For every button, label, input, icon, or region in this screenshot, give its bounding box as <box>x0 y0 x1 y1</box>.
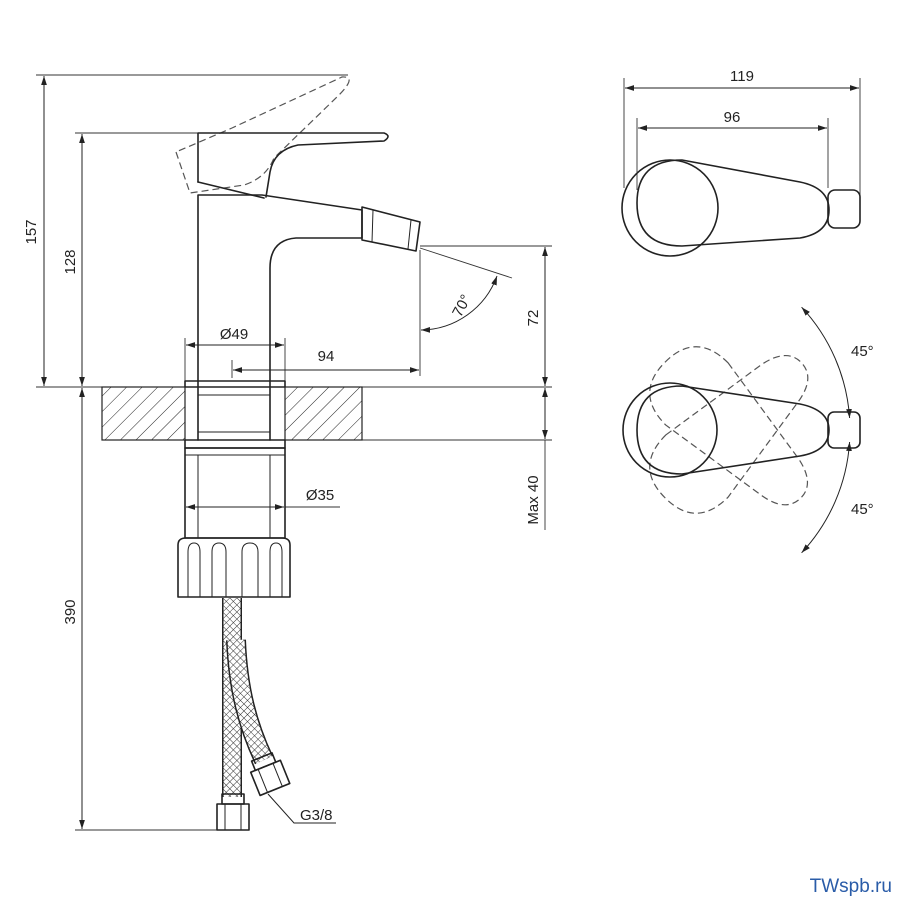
lever-top <box>636 159 830 247</box>
dim-label-96: 96 <box>724 109 741 126</box>
base-circle-rotation <box>622 382 718 478</box>
leader-g38 <box>267 793 336 824</box>
dim-label-119: 119 <box>730 68 754 85</box>
countertop-section-right <box>284 386 363 441</box>
ext-spray-direction <box>419 247 513 279</box>
hex-nut-edge <box>257 769 268 793</box>
nut-groove <box>269 542 283 597</box>
fitting-hex-nut <box>216 803 250 831</box>
dim-label-157: 157 <box>23 219 40 244</box>
dim-label-390: 390 <box>62 599 79 624</box>
top-view: 119 96 <box>621 68 861 257</box>
handle-base-edge <box>197 181 265 199</box>
nut-groove <box>187 542 201 597</box>
lever-neutral <box>636 385 830 475</box>
top-washer <box>184 380 286 388</box>
nut-groove <box>211 542 227 597</box>
dim-label-d35: Ø35 <box>306 487 334 504</box>
dim-label-45-down: 45° <box>851 501 874 518</box>
dim-label-70deg: 70° <box>449 292 475 320</box>
fitting-hex-nut <box>249 759 291 797</box>
dim-arc-70deg <box>420 275 498 333</box>
nozzle-rotation <box>827 411 861 449</box>
faucet-handle <box>197 132 389 198</box>
nozzle-ring <box>371 209 374 243</box>
lever-ghost-rotated-down <box>649 346 809 506</box>
countertop-section-left <box>101 386 186 441</box>
rotation-view: 45° 45° <box>622 306 874 554</box>
hex-nut-edge <box>272 763 283 787</box>
handle-ghost-outline <box>175 76 350 194</box>
bidet-nozzle <box>361 206 421 252</box>
nozzle-tip-ring <box>407 219 412 250</box>
hose-bent-braid <box>227 639 272 764</box>
dim-arc-45-down <box>801 441 852 554</box>
mounting-nut <box>177 537 291 598</box>
faucet-body <box>197 194 363 388</box>
dim-label-45-up: 45° <box>851 343 874 360</box>
fitting-nut-straight <box>216 793 250 831</box>
nozzle-top <box>827 189 861 229</box>
label-g38: G3/8 <box>300 807 333 824</box>
dim-arc-45-up <box>801 306 852 419</box>
dim-label-max40: Max 40 <box>525 475 542 524</box>
nut-groove <box>241 542 259 597</box>
dim-label-94: 94 <box>318 348 335 365</box>
hose-bent <box>226 639 274 765</box>
lever-ghost-rotated-up <box>649 354 809 514</box>
dim-label-d49: Ø49 <box>220 326 248 343</box>
dim-label-128: 128 <box>62 249 79 274</box>
fitting-nut-bent <box>249 752 291 797</box>
side-view: 157 128 390 Ø49 94 70° 72 Max 40 Ø35 <box>23 74 552 831</box>
watermark-text: TWspb.ru <box>810 876 892 897</box>
bottom-washer <box>184 439 286 449</box>
base-circle-top <box>621 159 719 257</box>
dim-label-72: 72 <box>525 310 542 327</box>
